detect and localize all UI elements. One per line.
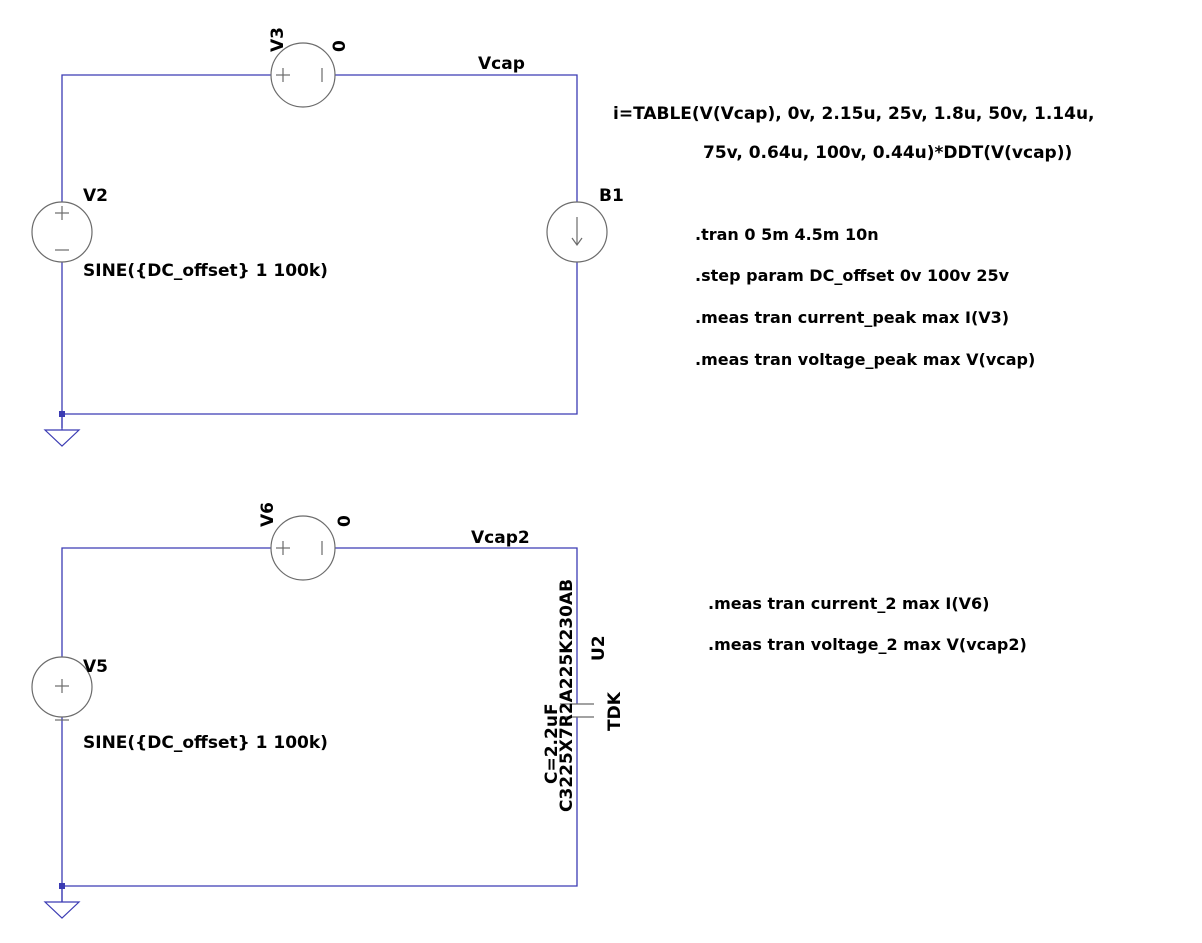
v2-source-symbol[interactable] bbox=[31, 201, 93, 263]
directive-meas-voltage-peak: .meas tran voltage_peak max V(vcap) bbox=[695, 350, 1035, 369]
directive-meas-current-peak: .meas tran current_peak max I(V3) bbox=[695, 308, 1009, 327]
u2-capacitor-symbol[interactable] bbox=[560, 703, 594, 718]
wire-top-left-2[interactable] bbox=[61, 547, 271, 657]
directive-meas-voltage-2: .meas tran voltage_2 max V(vcap2) bbox=[708, 635, 1027, 654]
v5-label: V5 bbox=[83, 657, 108, 677]
b1-source-symbol[interactable] bbox=[546, 201, 608, 263]
ground-symbol[interactable] bbox=[43, 889, 81, 919]
junction-dot bbox=[59, 883, 65, 889]
v3-value: 0 bbox=[330, 40, 350, 52]
v3-label: V3 bbox=[268, 27, 288, 52]
b1-label: B1 bbox=[599, 186, 624, 206]
v2-label: V2 bbox=[83, 186, 108, 206]
junction-dot bbox=[59, 411, 65, 417]
b1-expression-line-1: i=TABLE(V(Vcap), 0v, 2.15u, 25v, 1.8u, 5… bbox=[613, 104, 1095, 124]
u2-label: U2 bbox=[589, 635, 609, 661]
directive-step: .step param DC_offset 0v 100v 25v bbox=[695, 266, 1010, 285]
v6-label: V6 bbox=[258, 502, 278, 527]
v2-value: SINE({DC_offset} 1 100k) bbox=[83, 261, 328, 281]
wire-right-lower-2[interactable] bbox=[62, 717, 578, 887]
wire-right-lower-1[interactable] bbox=[62, 262, 578, 415]
b1-expression-line-2: 75v, 0.64u, 100v, 0.44u)*DDT(V(vcap)) bbox=[703, 143, 1072, 163]
directive-tran: .tran 0 5m 4.5m 10n bbox=[695, 225, 879, 244]
circuit-1: V3 0 Vcap V2 SINE({DC_offset} 1 100k) B1… bbox=[31, 27, 1095, 447]
v6-source-symbol[interactable] bbox=[270, 515, 336, 581]
wire-top-left-1[interactable] bbox=[61, 74, 271, 203]
v3-source-symbol[interactable] bbox=[270, 42, 336, 108]
u2-capacitance: C=2.2uF bbox=[542, 703, 562, 784]
wire-top-right-1[interactable] bbox=[335, 74, 578, 202]
net-label-vcap2: Vcap2 bbox=[471, 528, 530, 548]
wire-top-right-2[interactable] bbox=[335, 547, 578, 704]
u2-maker: TDK bbox=[605, 691, 625, 731]
v5-value: SINE({DC_offset} 1 100k) bbox=[83, 733, 328, 753]
circuit-2: V6 0 Vcap2 V5 SINE({DC_offset} 1 100k) U… bbox=[31, 502, 1027, 919]
v6-value: 0 bbox=[335, 515, 355, 527]
ground-symbol[interactable] bbox=[43, 417, 81, 447]
directive-meas-current-2: .meas tran current_2 max I(V6) bbox=[708, 594, 990, 613]
net-label-vcap: Vcap bbox=[478, 54, 525, 74]
v5-source-symbol[interactable] bbox=[31, 656, 93, 721]
u2-part-number: C3225X7R2A225K230AB bbox=[557, 579, 577, 812]
